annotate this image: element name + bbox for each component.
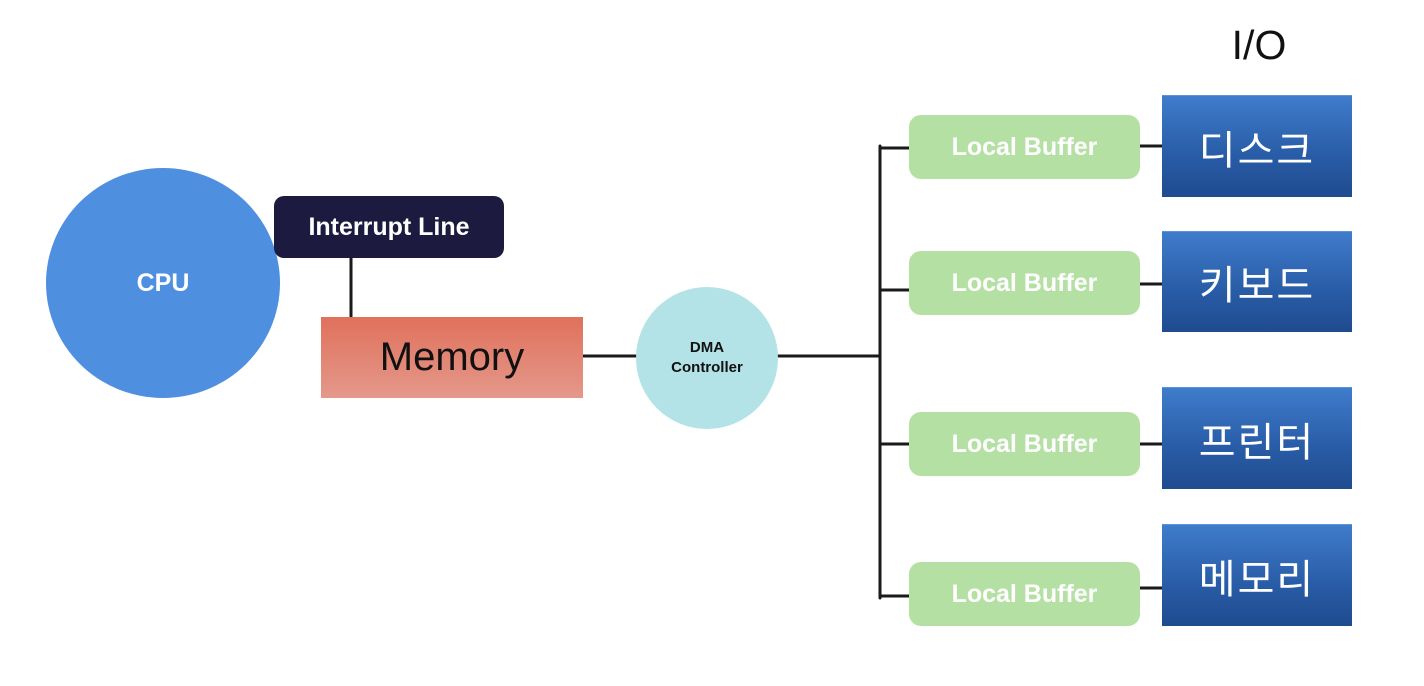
device-label: 디스크: [1198, 127, 1316, 174]
dma-controller-node: DMA Controller: [636, 287, 778, 429]
dma-label-line-2: Controller: [671, 359, 743, 376]
io-title: I/O: [1231, 21, 1287, 68]
device-label: 프린터: [1198, 419, 1316, 466]
device-disk: 디스크: [1162, 95, 1352, 197]
dma-label-line-1: DMA: [689, 339, 725, 356]
local-buffer-2: Local Buffer: [909, 251, 1140, 315]
memory-label: Memory: [379, 335, 525, 379]
local-buffer-4: Local Buffer: [909, 562, 1140, 626]
local-buffer-label: Local Buffer: [951, 429, 1098, 458]
local-buffer-label: Local Buffer: [951, 268, 1098, 297]
local-buffer-1: Local Buffer: [909, 115, 1140, 179]
cpu-node: CPU: [46, 168, 280, 398]
device-printer: 프린터: [1162, 387, 1352, 489]
interrupt-line-node: Interrupt Line: [274, 196, 504, 258]
interrupt-line-label: Interrupt Line: [308, 212, 470, 241]
device-keyboard: 키보드: [1162, 231, 1352, 332]
local-buffer-label: Local Buffer: [951, 579, 1098, 608]
device-label: 키보드: [1198, 263, 1316, 309]
local-buffer-label: Local Buffer: [951, 132, 1098, 161]
memory-node: Memory: [321, 317, 583, 398]
cpu-label: CPU: [136, 268, 190, 297]
device-memory: 메모리: [1162, 524, 1352, 626]
local-buffer-3: Local Buffer: [909, 412, 1140, 476]
device-label: 메모리: [1198, 556, 1316, 603]
